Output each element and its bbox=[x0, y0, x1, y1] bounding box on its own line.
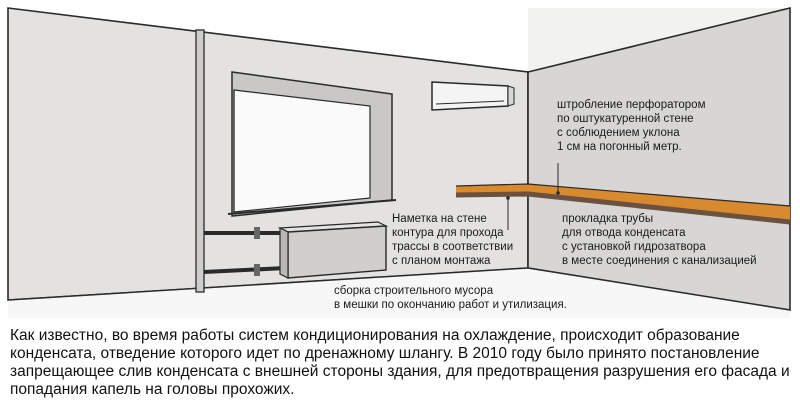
floor-edge-left bbox=[7, 267, 529, 301]
window-glass bbox=[233, 89, 371, 213]
label-debris-collection: сборка строительного мусора в мешки по о… bbox=[334, 284, 567, 312]
label-chasing-line: с соблюдением уклона bbox=[557, 127, 680, 139]
label-pipe-laying: прокладка трубы для отвода конденсата с … bbox=[562, 212, 757, 268]
label-outline-marking: Наметка на стене контура для прохода тра… bbox=[392, 212, 513, 268]
caption-line: запрещающее слив конденсата с внешней ст… bbox=[10, 363, 790, 380]
label-debris-line: в мешки по окончанию работ и утилизация. bbox=[334, 299, 567, 311]
ac-unit-vent bbox=[435, 100, 505, 105]
drain-pipe-shadow bbox=[455, 191, 791, 225]
label-chasing: штробление перфоратором по оштукатуренно… bbox=[557, 98, 705, 154]
heating-valve-top bbox=[254, 227, 260, 239]
window-sill bbox=[227, 199, 397, 215]
label-chasing-line: 1 см на погонный метр. bbox=[557, 141, 682, 153]
caption-line: попадания капель на головы прохожих. bbox=[10, 381, 295, 398]
label-debris-line: сборка строительного мусора bbox=[334, 285, 494, 297]
label-pipe-line: прокладка трубы bbox=[562, 213, 654, 225]
label-pipe-line: в месте соединения с канализацией bbox=[562, 255, 757, 267]
ac-unit bbox=[431, 81, 509, 111]
caption-line: Как известно, во время работы систем кон… bbox=[10, 327, 740, 344]
heating-valve-bottom bbox=[254, 264, 260, 276]
radiator bbox=[287, 225, 387, 279]
caption-paragraph: Как известно, во время работы систем кон… bbox=[10, 327, 794, 399]
label-pipe-line: для отвода конденсата bbox=[562, 227, 686, 239]
label-chasing-line: по оштукатуренной стене bbox=[557, 113, 694, 125]
caption-line: конденсата, отведение которого идет по д… bbox=[10, 345, 760, 362]
drain-pipe-edge bbox=[455, 183, 791, 207]
label-pipe-line: с установкой гидрозатвора bbox=[562, 241, 706, 253]
ceiling bbox=[8, 8, 790, 72]
ac-unit-side bbox=[507, 85, 515, 107]
vertical-pipe bbox=[195, 29, 205, 293]
floor-edge-right bbox=[527, 267, 791, 311]
label-outline-line: трассы в соответствии bbox=[392, 241, 514, 253]
leader-chasing-dot bbox=[556, 191, 560, 195]
floor bbox=[8, 268, 790, 318]
radiator-side bbox=[279, 227, 289, 279]
label-outline-line: с планом монтажа bbox=[392, 255, 491, 267]
label-outline-line: контура для прохода bbox=[392, 227, 504, 239]
leader-outline-dot bbox=[506, 196, 510, 200]
label-outline-line: Наметка на стене bbox=[392, 213, 487, 225]
label-chasing-line: штробление перфоратором bbox=[557, 99, 706, 111]
room-illustration bbox=[7, 6, 791, 318]
heating-pipe-bottom bbox=[203, 266, 287, 274]
